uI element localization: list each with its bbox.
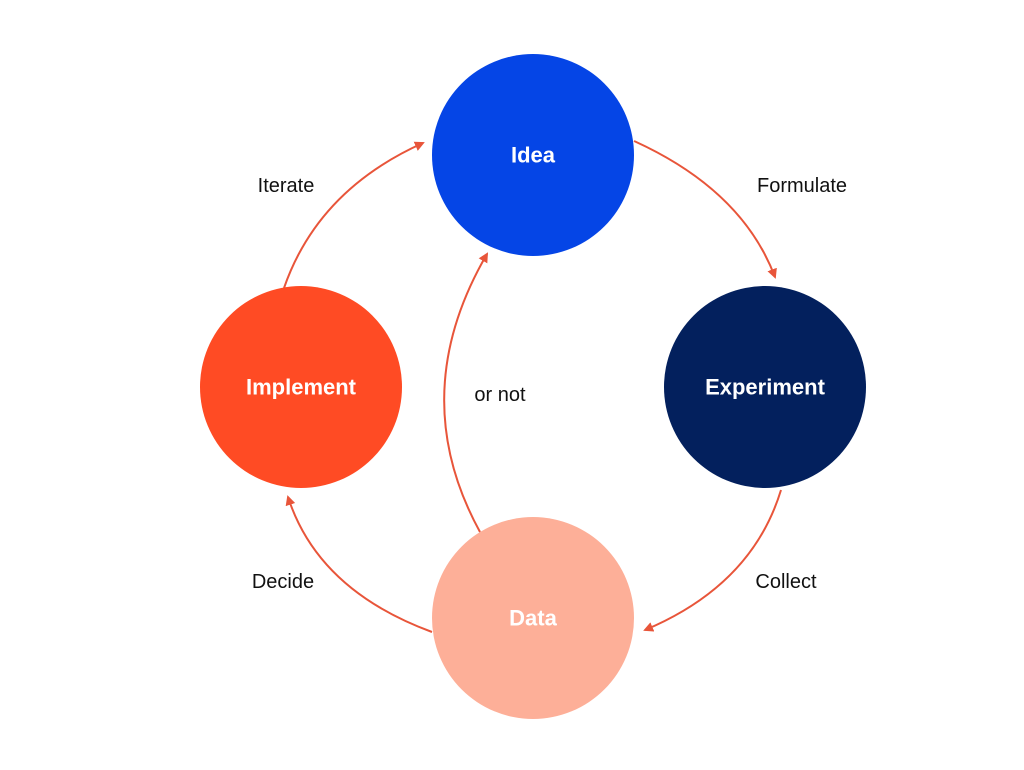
- edge-decide-label: Decide: [252, 571, 314, 593]
- edge-collect-label: Collect: [755, 571, 817, 593]
- node-experiment-label: Experiment: [705, 375, 825, 400]
- edge-decide-arrow: [285, 495, 433, 633]
- node-data-label: Data: [509, 606, 557, 631]
- node-implement-label: Implement: [246, 375, 357, 400]
- node-idea-label: Idea: [511, 143, 556, 168]
- node-data: [432, 517, 634, 719]
- node-experiment: [664, 286, 866, 488]
- edge-iterate-arrow: [283, 141, 425, 289]
- edge-or-not-label: or not: [474, 384, 526, 406]
- edge-formulate-label: Formulate: [757, 175, 847, 197]
- edge-or-not-arrow: [443, 252, 489, 533]
- node-implement: [200, 286, 402, 488]
- edge-collect-arrow: [643, 489, 782, 632]
- edge-iterate-label: Iterate: [258, 175, 315, 197]
- node-idea: [432, 54, 634, 256]
- edge-formulate-arrow: [633, 140, 777, 279]
